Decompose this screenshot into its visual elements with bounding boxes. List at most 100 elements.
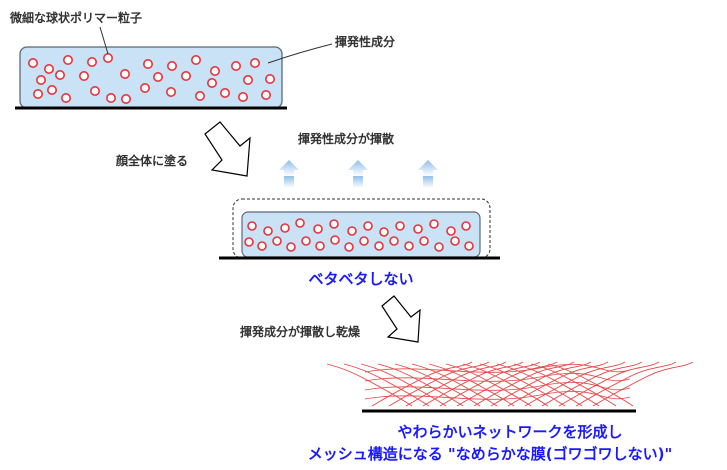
polymer-particle <box>181 71 192 82</box>
apply-arrow-icon <box>204 121 251 177</box>
polymer-particle <box>207 78 218 89</box>
label-particles: 微細な球状ポリマー粒子 <box>9 10 142 25</box>
polymer-particle <box>446 226 456 236</box>
polymer-particle <box>243 75 254 86</box>
caption-network-line1: やわらかいネットワークを形成し <box>397 423 622 441</box>
polymer-particle <box>43 64 54 75</box>
polymer-particle <box>419 236 429 246</box>
polymer-particle <box>264 74 275 85</box>
polymer-particle <box>286 242 296 252</box>
step-arrow-dry: 揮発成分が揮散し乾燥 <box>240 295 421 343</box>
mesh-strand <box>394 363 481 407</box>
mesh-strand <box>507 361 609 407</box>
mesh-strand <box>364 382 631 391</box>
polymer-particle <box>295 218 305 228</box>
mesh-strand <box>513 363 600 407</box>
label-dry: 揮発成分が揮散し乾燥 <box>240 324 361 339</box>
polymer-particle <box>461 221 471 231</box>
up-arrow-shaft <box>284 176 294 188</box>
polymer-particle <box>120 69 131 80</box>
stage2-film-group: ベタベタしない <box>219 198 500 288</box>
polymer-particle <box>404 241 414 251</box>
mesh-strand <box>462 363 549 407</box>
polymer-particle <box>301 236 311 246</box>
polymer-particle <box>464 241 474 251</box>
stage2-particles <box>244 218 474 252</box>
polymer-particle <box>434 242 444 252</box>
polymer-particle <box>90 86 101 97</box>
polymer-particle <box>166 87 177 98</box>
polymer-particle <box>220 88 231 99</box>
polymer-particle <box>413 224 423 234</box>
polymer-particle <box>329 219 339 229</box>
polymer-particle <box>46 85 57 96</box>
polymer-particle <box>103 52 114 63</box>
polymer-particle <box>374 241 384 251</box>
mesh-strand <box>343 363 430 407</box>
polymer-particle <box>195 91 206 102</box>
label-volatile: 揮発性成分 <box>335 34 395 49</box>
up-arrow-icon <box>279 160 299 176</box>
mesh-network <box>326 361 694 407</box>
polymer-particle <box>27 57 38 68</box>
mesh-strand <box>326 363 413 407</box>
mesh-strand <box>371 361 473 407</box>
polymer-particle <box>87 56 98 67</box>
polymer-particle <box>315 241 325 251</box>
polymer-particle <box>359 236 369 246</box>
polymer-particle <box>143 58 154 69</box>
polymer-particle <box>210 66 221 77</box>
polymer-particle <box>106 93 117 104</box>
stage2-film <box>241 211 481 258</box>
polymer-particle <box>429 219 439 229</box>
polymer-particle <box>450 236 460 246</box>
polymer-particle <box>250 57 261 68</box>
polymer-particle <box>60 93 71 104</box>
polymer-particle <box>395 221 405 231</box>
polymer-particle <box>330 235 340 245</box>
mesh-strand <box>547 363 634 407</box>
polymer-particle <box>191 54 202 65</box>
polymer-particle <box>272 236 282 246</box>
polymer-particle <box>32 89 43 100</box>
polymer-particle <box>257 241 267 251</box>
polymer-particle <box>247 221 257 231</box>
caption-not-sticky: ベタベタしない <box>308 270 413 288</box>
up-arrow-shaft <box>423 176 433 188</box>
polymer-particle <box>54 70 65 81</box>
step-arrow-apply: 顔全体に塗る <box>115 121 251 177</box>
mesh-strand <box>364 391 631 400</box>
stage3-network-group: やわらかいネットワークを形成し メッシュ構造になる "なめらかな膜(ゴワゴワしな… <box>308 361 694 463</box>
polymer-particle <box>379 227 389 237</box>
mesh-strand <box>364 373 631 382</box>
polymer-particle <box>313 224 323 234</box>
up-arrow-icon <box>418 160 438 176</box>
up-arrow-icon <box>348 160 368 176</box>
leader-particles <box>99 26 109 55</box>
mesh-strand <box>524 361 626 407</box>
polymer-particle <box>260 90 271 101</box>
mesh-strand <box>575 361 677 407</box>
mesh-strand <box>445 363 532 407</box>
polymer-particle <box>35 75 46 86</box>
mesh-strand <box>428 363 515 407</box>
polymer-particle <box>121 94 132 105</box>
polymer-particle <box>389 236 399 246</box>
mesh-strand <box>496 363 583 407</box>
polymer-particle <box>167 60 178 71</box>
caption-network-line2: メッシュ構造になる "なめらかな膜(ゴワゴワしない)" <box>308 445 673 463</box>
evaporation-arrows: 揮発性成分が揮散 <box>279 131 438 188</box>
polymer-particle <box>347 226 357 236</box>
mesh-strand <box>456 361 558 407</box>
label-apply: 顔全体に塗る <box>115 153 188 168</box>
polymer-particle <box>280 223 290 233</box>
polymer-particle <box>62 54 73 65</box>
mesh-strand <box>364 364 631 373</box>
polymer-particle <box>344 242 354 252</box>
stage1-particles <box>27 52 275 105</box>
stage1-film-group: 微細な球状ポリマー粒子 揮発性成分 <box>9 10 395 110</box>
polymer-particle <box>79 71 90 82</box>
mesh-strand <box>360 363 447 407</box>
up-arrow-shaft <box>353 176 363 188</box>
